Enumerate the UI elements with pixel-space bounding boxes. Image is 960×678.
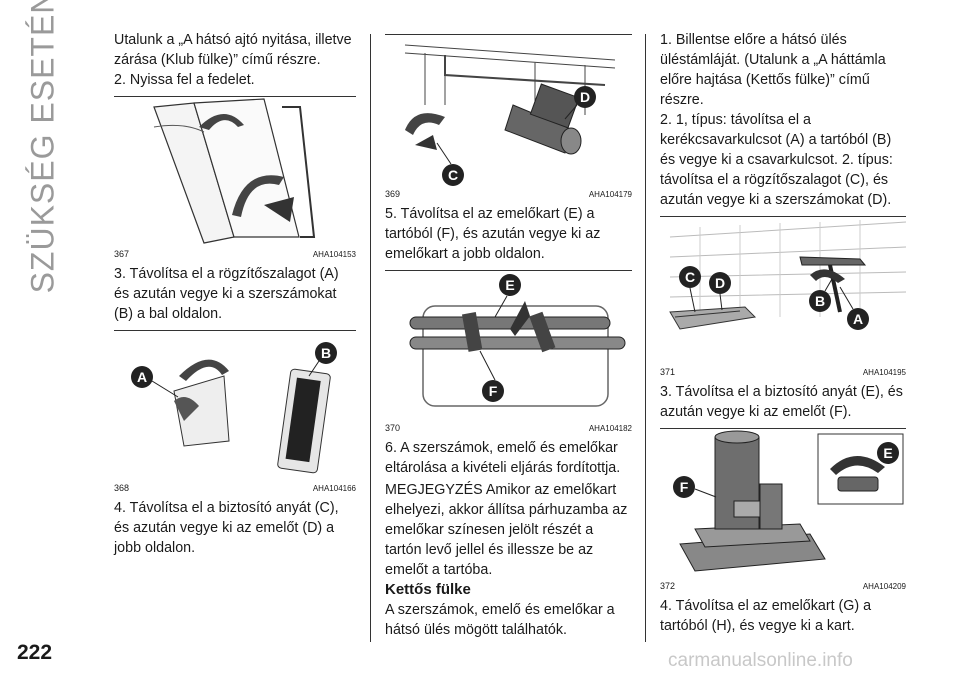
figure-number: 368 — [114, 483, 130, 493]
callout-label: D — [580, 89, 590, 105]
paragraph: 4. Távolítsa el az emelőkart (G) a tartó… — [660, 598, 872, 634]
paragraph: Utalunk a „A hátsó ajtó nyitása, illetve… — [114, 32, 352, 68]
figure-372: E F 372 AHA104209 — [660, 428, 906, 592]
callout-label: A — [137, 369, 147, 385]
callout-f-icon — [673, 476, 695, 498]
section-heading: Kettős fülke — [385, 581, 471, 598]
callout-label: E — [883, 445, 892, 461]
callout-label: B — [321, 345, 331, 361]
column-divider — [370, 34, 371, 642]
callout-label: F — [680, 479, 689, 495]
callout-a-icon — [131, 366, 153, 388]
figure-image: E F — [660, 429, 906, 579]
paragraph: 3. Távolítsa el a biztosító anyát (E), é… — [660, 384, 903, 420]
figure-371: C D B A 371 AHA104195 — [660, 216, 906, 378]
note-paragraph: MEGJEGYZÉS Amikor az emelőkart elhelyezi… — [385, 482, 628, 578]
callout-b-icon — [315, 342, 337, 364]
figure-369: D C 369 AHA104179 — [385, 34, 632, 200]
figure-image: A B — [114, 331, 356, 481]
callout-c-icon — [679, 266, 701, 288]
figure-370: E F 370 AHA104182 — [385, 270, 632, 434]
paragraph: 6. A szerszámok, emelő és emelőkar eltár… — [385, 440, 621, 476]
paragraph: A szerszámok, emelő és emelőkar a hátsó … — [385, 602, 615, 638]
figure-number: 367 — [114, 249, 130, 259]
callout-label: B — [815, 293, 825, 309]
callout-d-icon — [574, 86, 596, 108]
figure-caption: 367 AHA104153 — [114, 247, 356, 260]
figure-image: E F — [385, 271, 632, 421]
paragraph: 2. Nyissa fel a fedelet. — [114, 72, 255, 88]
paragraph: 5. Távolítsa el az emelőkart (E) a tartó… — [385, 206, 601, 262]
figure-image — [114, 97, 356, 247]
figure-ref: AHA104209 — [862, 582, 906, 591]
figure-number: 372 — [660, 581, 676, 591]
figure-number: 370 — [385, 423, 401, 433]
figure-368: A B 368 AHA104166 — [114, 330, 356, 494]
watermark: carmanualsonline.info — [668, 650, 853, 671]
page-number: 222 — [17, 641, 53, 664]
section-title-text: SZÜKSÉG ESETÉN — [24, 0, 61, 293]
callout-c-icon — [442, 164, 464, 186]
figure-ref: AHA104179 — [588, 190, 632, 199]
figure-caption: 371 AHA104195 — [660, 365, 906, 378]
figure-ref: AHA104195 — [862, 368, 906, 377]
figure-caption: 368 AHA104166 — [114, 481, 356, 494]
callout-label: D — [715, 275, 725, 291]
callout-e-icon — [499, 274, 521, 296]
column-2: D C 369 AHA104179 5. Távolítsa el az eme… — [385, 30, 632, 640]
figure-ref: AHA104182 — [588, 424, 632, 433]
callout-a-icon — [847, 308, 869, 330]
callout-label: E — [505, 277, 514, 293]
callout-label: C — [685, 269, 695, 285]
figure-ref: AHA104166 — [312, 484, 356, 493]
callout-f-icon — [482, 380, 504, 402]
callout-d-icon — [709, 272, 731, 294]
paragraph: 4. Távolítsa el a biztosító anyát (C), é… — [114, 500, 339, 556]
callout-label: F — [489, 383, 498, 399]
figure-image: D C — [385, 35, 632, 187]
paragraph: 2. 1, típus: távolítsa el a kerékcsavark… — [660, 112, 893, 208]
figure-367: 367 AHA104153 — [114, 96, 356, 260]
callout-label: C — [448, 167, 458, 183]
figure-number: 369 — [385, 189, 401, 199]
column-3: 1. Billentse előre a hátsó ülés üléstáml… — [660, 30, 906, 636]
column-divider — [645, 34, 646, 642]
figure-caption: 369 AHA104179 — [385, 187, 632, 200]
figure-ref: AHA104153 — [312, 250, 356, 259]
callout-label: A — [853, 311, 863, 327]
paragraph: 1. Billentse előre a hátsó ülés üléstáml… — [660, 32, 886, 108]
column-1: Utalunk a „A hátsó ajtó nyitása, illetve… — [114, 30, 356, 558]
figure-number: 371 — [660, 367, 676, 377]
callout-b-icon — [809, 290, 831, 312]
paragraph: 3. Távolítsa el a rögzítőszalagot (A) és… — [114, 266, 339, 322]
figure-image: C D B A — [660, 217, 906, 365]
section-side-title: SZÜKSÉG ESETÉN — [6, 0, 80, 293]
figure-caption: 370 AHA104182 — [385, 421, 632, 434]
figure-caption: 372 AHA104209 — [660, 579, 906, 592]
callout-e-icon — [877, 442, 899, 464]
